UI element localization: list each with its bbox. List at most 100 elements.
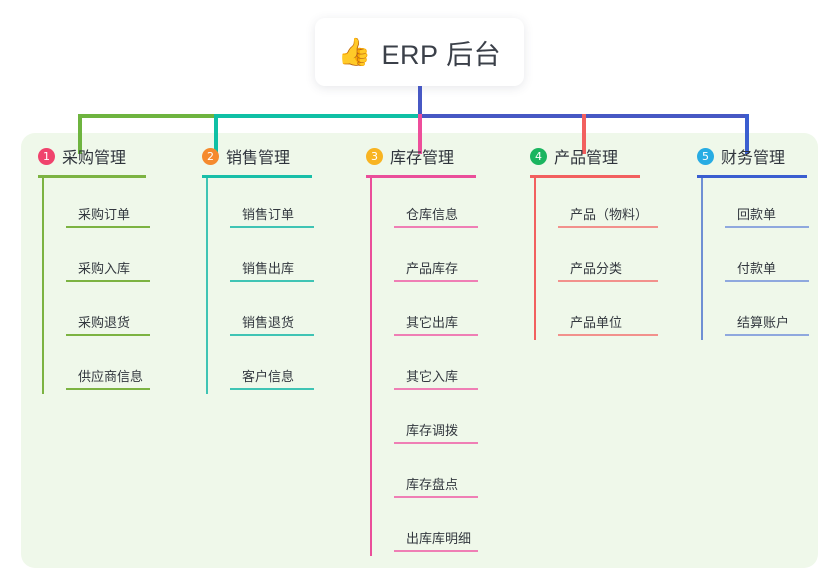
subitem-rule — [394, 550, 478, 552]
subitem-label: 库存盘点 — [406, 477, 459, 492]
subitem-label: 产品分类 — [570, 261, 623, 276]
branch-badge-1: 1 — [38, 147, 55, 165]
branch-title-1: 采购管理 — [62, 150, 127, 167]
branch-column-5: 5 财务管理 回款单 付款单 结算账户 — [697, 144, 839, 340]
branch-header-5[interactable]: 5 财务管理 — [697, 144, 839, 168]
subitem-label: 出库库明细 — [406, 531, 472, 546]
subitem-rule — [66, 226, 150, 228]
list-item[interactable]: 付款单 — [725, 232, 839, 286]
root-title: ERP 后台 — [381, 39, 502, 70]
subitem-label: 产品库存 — [406, 261, 459, 276]
subitem-label: 产品单位 — [570, 315, 623, 330]
subitem-rule — [66, 388, 150, 390]
branch-stub-2 — [214, 114, 218, 154]
subitem-label: 回款单 — [737, 207, 777, 222]
subitem-label: 采购退货 — [78, 315, 131, 330]
list-item[interactable]: 客户信息 — [230, 340, 352, 394]
subitem-label: 销售出库 — [242, 261, 295, 276]
branch-header-3[interactable]: 3 库存管理 — [366, 144, 516, 168]
list-item[interactable]: 回款单 — [725, 178, 839, 232]
subitem-rule — [558, 280, 658, 282]
subitem-rule — [230, 226, 314, 228]
list-item[interactable]: 销售订单 — [230, 178, 352, 232]
branch-header-2[interactable]: 2 销售管理 — [202, 144, 352, 168]
branch-badge-2: 2 — [202, 147, 219, 165]
subitem-rule — [230, 388, 314, 390]
root-node[interactable]: 👍 ERP 后台 — [315, 18, 524, 86]
subitem-rule — [558, 226, 658, 228]
branch-subtree-2: 销售订单 销售出库 销售退货 客户信息 — [206, 178, 352, 394]
list-item[interactable]: 销售退货 — [230, 286, 352, 340]
branch-badge-3: 3 — [366, 147, 383, 165]
branch-stub-5 — [745, 114, 749, 154]
subitem-rule — [394, 280, 478, 282]
branch-subtree-1: 采购订单 采购入库 采购退货 供应商信息 — [42, 178, 188, 394]
branch-column-1: 1 采购管理 采购订单 采购入库 采购退货 供应商信息 — [38, 144, 188, 394]
list-item[interactable]: 其它入库 — [394, 340, 516, 394]
thumbs-up-icon: 👍 — [337, 36, 372, 67]
branch-title-4: 产品管理 — [554, 150, 619, 167]
root-trunk-connector — [418, 86, 422, 116]
subitem-label: 仓库信息 — [406, 207, 459, 222]
subitem-rule — [558, 334, 658, 336]
list-item[interactable]: 供应商信息 — [66, 340, 188, 394]
subitem-rule — [394, 226, 478, 228]
list-item[interactable]: 采购入库 — [66, 232, 188, 286]
list-item[interactable]: 库存调拨 — [394, 394, 516, 448]
subitem-label: 其它出库 — [406, 315, 459, 330]
bus-segment-green — [78, 114, 214, 118]
subitem-rule — [725, 280, 809, 282]
subitem-label: 结算账户 — [737, 315, 790, 330]
subitem-label: 采购订单 — [78, 207, 131, 222]
subitem-rule — [394, 388, 478, 390]
subitem-rule — [394, 496, 478, 498]
subitem-rule — [230, 280, 314, 282]
bus-segment-teal — [214, 114, 420, 118]
list-item[interactable]: 产品（物料） — [558, 178, 680, 232]
subitem-label: 销售退货 — [242, 315, 295, 330]
branch-stub-4 — [582, 114, 586, 154]
branch-subtree-3: 仓库信息 产品库存 其它出库 其它入库 库存调拨 库存盘点 — [370, 178, 516, 556]
list-item[interactable]: 其它出库 — [394, 286, 516, 340]
branch-title-3: 库存管理 — [390, 150, 455, 167]
branch-column-2: 2 销售管理 销售订单 销售出库 销售退货 客户信息 — [202, 144, 352, 394]
subitem-label: 其它入库 — [406, 369, 459, 384]
list-item[interactable]: 仓库信息 — [394, 178, 516, 232]
list-item[interactable]: 产品单位 — [558, 286, 680, 340]
subitem-rule — [725, 334, 809, 336]
subitem-label: 客户信息 — [242, 369, 295, 384]
branch-rule-4 — [530, 175, 640, 178]
list-item[interactable]: 库存盘点 — [394, 448, 516, 502]
branch-rule-2 — [202, 175, 312, 178]
list-item[interactable]: 出库库明细 — [394, 502, 516, 556]
branch-column-3: 3 库存管理 仓库信息 产品库存 其它出库 其它入库 库存调拨 — [366, 144, 516, 556]
subitem-rule — [394, 334, 478, 336]
list-item[interactable]: 结算账户 — [725, 286, 839, 340]
subitem-label: 销售订单 — [242, 207, 295, 222]
list-item[interactable]: 产品库存 — [394, 232, 516, 286]
list-item[interactable]: 采购退货 — [66, 286, 188, 340]
subitem-rule — [66, 280, 150, 282]
subitem-rule — [230, 334, 314, 336]
branch-header-4[interactable]: 4 产品管理 — [530, 144, 680, 168]
list-item[interactable]: 销售出库 — [230, 232, 352, 286]
branch-column-4: 4 产品管理 产品（物料） 产品分类 产品单位 — [530, 144, 680, 340]
list-item[interactable]: 采购订单 — [66, 178, 188, 232]
branch-subtree-4: 产品（物料） 产品分类 产品单位 — [534, 178, 680, 340]
subitem-label: 付款单 — [737, 261, 777, 276]
branch-header-1[interactable]: 1 采购管理 — [38, 144, 188, 168]
diagram-background-panel — [21, 133, 818, 568]
branch-stub-1 — [78, 114, 82, 154]
branch-title-5: 财务管理 — [721, 150, 786, 167]
branch-badge-5: 5 — [697, 147, 714, 165]
subitem-rule — [725, 226, 809, 228]
list-item[interactable]: 产品分类 — [558, 232, 680, 286]
branch-rule-1 — [38, 175, 146, 178]
subitem-label: 采购入库 — [78, 261, 131, 276]
branch-rule-3 — [366, 175, 476, 178]
branch-subtree-5: 回款单 付款单 结算账户 — [701, 178, 839, 340]
subitem-label: 供应商信息 — [78, 369, 144, 384]
branch-badge-4: 4 — [530, 147, 547, 165]
branch-rule-5 — [697, 175, 807, 178]
